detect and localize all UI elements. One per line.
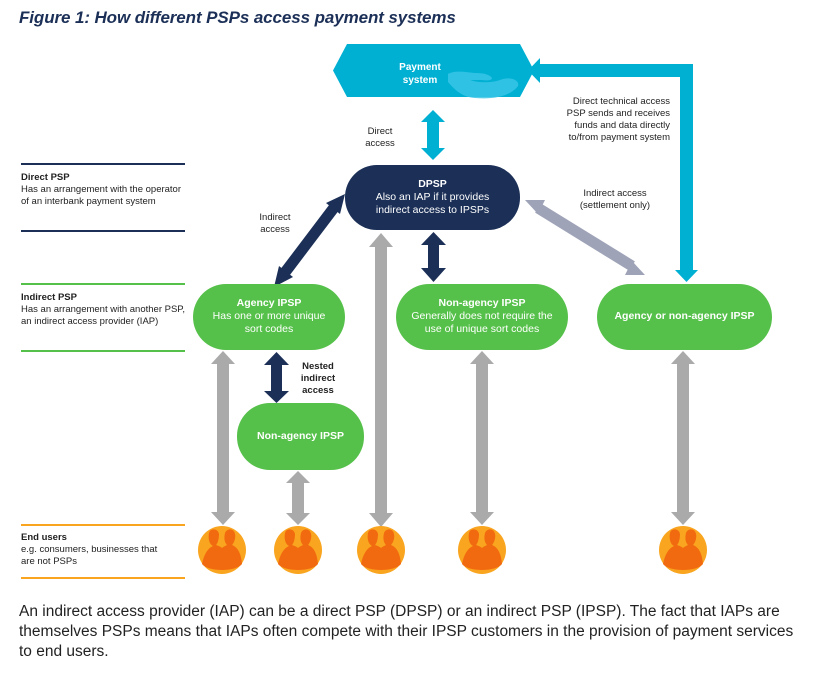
direct-technical-access-label: Direct technical access PSP sends and re… [540, 96, 670, 144]
label-line: Direct technical access [572, 96, 670, 107]
indirect-access-label: Indirect access [245, 212, 305, 236]
legend-desc: e.g. consumers, businesses that are not … [21, 544, 158, 567]
legend-rule-endusers-top [21, 524, 185, 526]
dpsp-desc-2: indirect access to IPSPs [375, 204, 490, 216]
legend-rule-direct-bottom [21, 230, 185, 232]
legend-desc: Has an arrangement with the operator of … [21, 184, 182, 207]
dpsp-node [345, 165, 520, 230]
label-line: Nested [302, 361, 334, 372]
indirect-settlement-arrow [525, 200, 645, 275]
nonagency-ipsp-desc-2: use of unique sort codes [424, 323, 540, 335]
nested-access-arrow [264, 352, 289, 403]
legend-end-users: End users e.g. consumers, businesses tha… [21, 532, 171, 568]
either-ipsp-label: Agency or non-agency IPSP [597, 310, 772, 323]
nonagency-ipsp-label: Non-agency IPSP Generally does not requi… [396, 297, 568, 336]
agency-enduser-arrow [211, 351, 235, 525]
hand-icon [448, 71, 519, 99]
legend-rule-endusers-bottom [21, 577, 185, 579]
label-line: (settlement only) [579, 200, 651, 211]
figure-caption: An indirect access provider (IAP) can be… [19, 603, 794, 660]
label-line: PSP sends and receives [566, 108, 670, 119]
nonagency-enduser-arrow [470, 351, 494, 525]
label-line: to/from payment system [568, 132, 670, 143]
agency-ipsp-label: Agency IPSP Has one or more unique sort … [193, 297, 345, 336]
nonagency-ipsp-desc-1: Generally does not require the [411, 310, 553, 322]
legend-title: End users [21, 532, 67, 543]
label-line: Direct [367, 126, 393, 137]
either-enduser-arrow [671, 351, 695, 525]
either-ipsp-node [597, 284, 772, 350]
people-icon [357, 526, 405, 574]
legend-rule-indirect-top [21, 283, 185, 285]
agency-ipsp-title: Agency IPSP [236, 297, 302, 309]
legend-rule-direct-top [21, 163, 185, 165]
legend-indirect-psp: Indirect PSP Has an arrangement with ano… [21, 292, 186, 328]
dpsp-nonagency-arrow [421, 232, 446, 282]
dpsp-title: DPSP [418, 178, 447, 190]
legend-rule-indirect-bottom [21, 350, 185, 352]
agency-ipsp-node [193, 284, 345, 350]
figure-title: Figure 1: How different PSPs access paym… [19, 8, 456, 27]
agency-ipsp-desc-2: sort codes [244, 323, 294, 335]
nonagency-ipsp-title: Non-agency IPSP [438, 297, 526, 309]
legend-title: Indirect PSP [21, 292, 77, 303]
people-icon [198, 526, 246, 574]
label-line: indirect [300, 373, 336, 384]
nested-enduser-arrow [286, 471, 310, 525]
direct-access-arrow [421, 110, 445, 160]
legend-desc: Has an arrangement with another PSP, an … [21, 304, 186, 327]
nested-ipsp-title: Non-agency IPSP [257, 430, 344, 442]
label-line: access [302, 385, 334, 396]
label-line: Indirect [259, 212, 291, 223]
label-line: Indirect access [583, 188, 647, 199]
payment-system-label: Payment system [385, 61, 455, 87]
people-icon [274, 526, 322, 574]
diagram-canvas [193, 44, 772, 574]
payment-system-node [333, 44, 534, 99]
indirect-settlement-label: Indirect access (settlement only) [565, 188, 665, 212]
payment-system-title2: system [402, 75, 438, 86]
people-icon [458, 526, 506, 574]
legend-direct-psp: Direct PSP Has an arrangement with the o… [21, 172, 186, 208]
label-line: access [260, 224, 290, 235]
indirect-access-arrow [274, 194, 345, 287]
direct-access-label: Direct access [355, 126, 405, 150]
label-line: funds and data directly [574, 120, 670, 131]
legend-title: Direct PSP [21, 172, 70, 183]
nested-ipsp-label: Non-agency IPSP [237, 430, 364, 443]
either-ipsp-title: Agency or non-agency IPSP [614, 310, 755, 322]
agency-ipsp-desc-1: Has one or more unique [212, 310, 326, 322]
label-line: access [365, 138, 395, 149]
payment-system-title: Payment [399, 62, 441, 73]
nested-ipsp-node [237, 403, 364, 470]
people-icon [659, 526, 707, 574]
nested-access-label: Nested indirect access [293, 361, 343, 397]
dpsp-desc-1: Also an IAP if it provides [375, 191, 490, 203]
nonagency-ipsp-node [396, 284, 568, 350]
dpsp-label: DPSP Also an IAP if it provides indirect… [345, 178, 520, 217]
dpsp-enduser-arrow [369, 233, 393, 527]
